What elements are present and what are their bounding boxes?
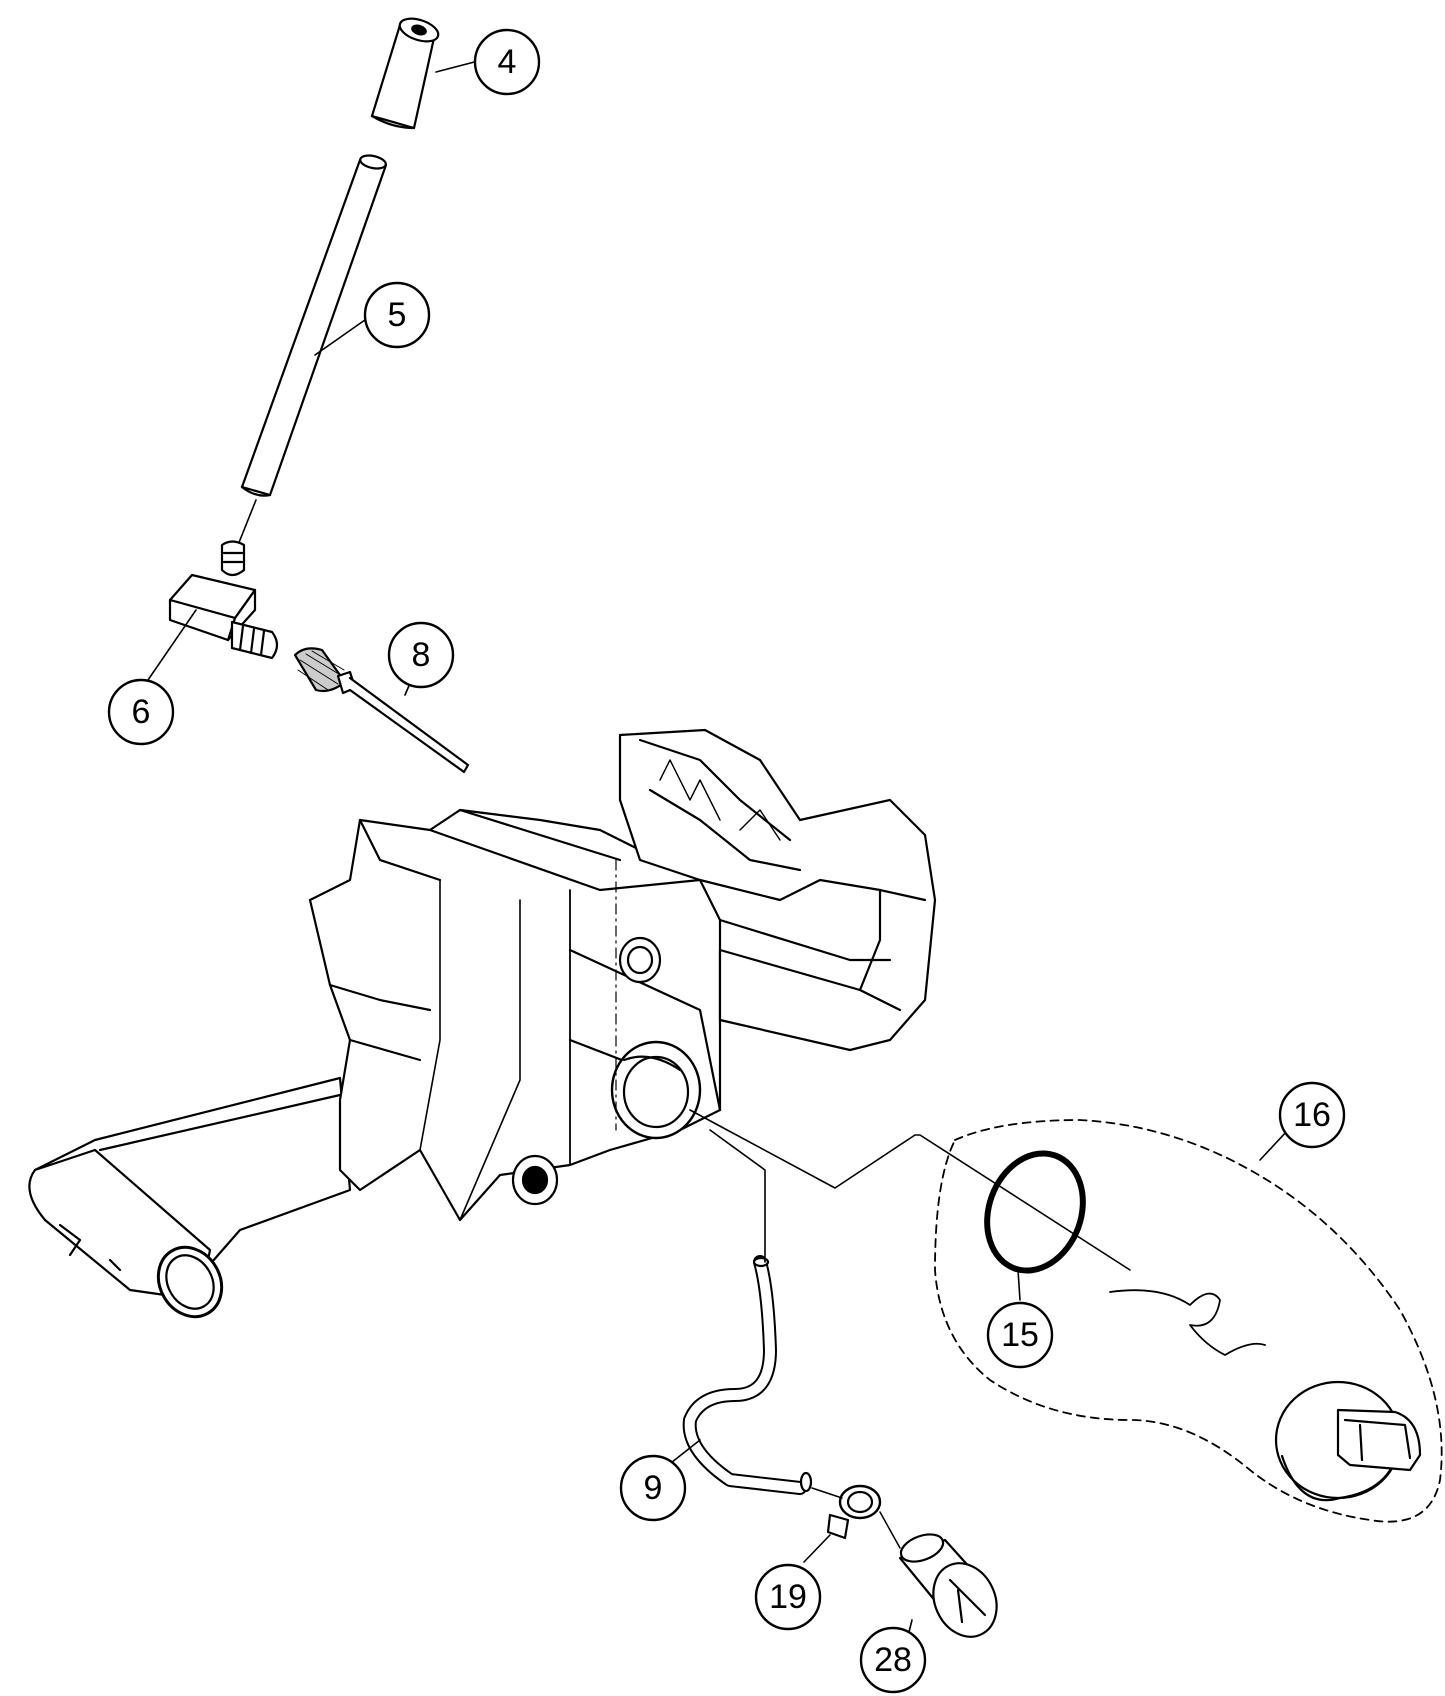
callout-label-19: 19 [769, 1578, 807, 1616]
callout-label-28: 28 [874, 1641, 912, 1679]
callout-label-16: 16 [1293, 1096, 1331, 1134]
part-4-plug [370, 17, 440, 130]
part-8-screw [293, 647, 470, 774]
part-5-tube [240, 154, 388, 497]
leader-5 [314, 314, 373, 356]
part-28-filter [879, 1511, 998, 1638]
callout-label-5: 5 [388, 296, 407, 334]
callout-circle-5 [363, 281, 431, 349]
callout-label-15: 15 [1001, 1316, 1039, 1354]
part-19-clamp [811, 1484, 882, 1540]
part-16-oil-cap [1109, 1289, 1422, 1502]
callout-circle-6 [107, 678, 175, 746]
part-9-hose [682, 1255, 813, 1495]
callout-label-8: 8 [412, 636, 431, 674]
kit-16-boundary [934, 1119, 1443, 1523]
callout-label-4: 4 [498, 43, 517, 81]
rear-handle [618, 728, 937, 1052]
callout-circle-4 [473, 28, 541, 96]
leader-6 [147, 609, 197, 681]
callout-circle-15 [986, 1301, 1054, 1369]
leader-16 [1259, 1129, 1289, 1161]
leader-19 [803, 1534, 831, 1563]
callout-circle-9 [619, 1454, 687, 1522]
callout-circle-16 [1278, 1081, 1346, 1149]
callout-label-6: 6 [132, 693, 151, 731]
callout-circle-8 [387, 621, 455, 689]
callout-circle-19 [754, 1563, 822, 1631]
part-15-oring [984, 1150, 1086, 1274]
oil-tank-housing [28, 808, 722, 1319]
callout-circle-28 [859, 1626, 927, 1694]
part-6-fitting [168, 540, 279, 660]
leader-15 [1017, 1269, 1021, 1301]
callout-label-9: 9 [644, 1469, 663, 1507]
